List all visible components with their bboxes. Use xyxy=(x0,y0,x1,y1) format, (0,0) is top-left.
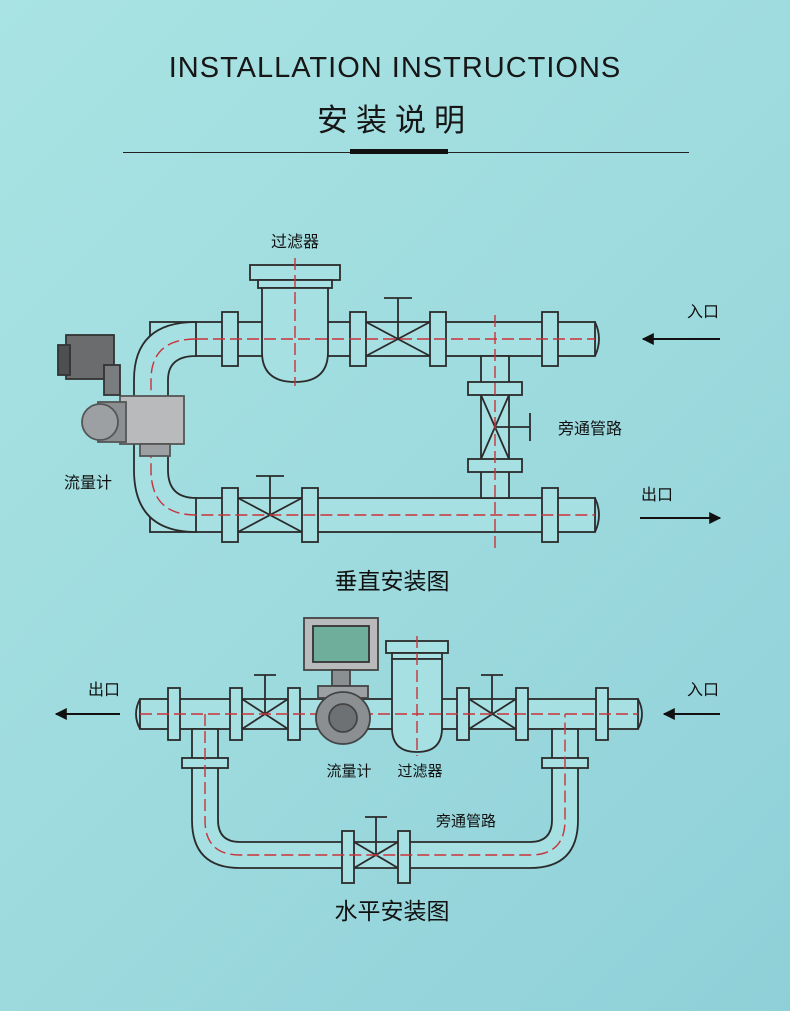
v-filter-label: 过滤器 xyxy=(271,232,319,251)
v-flow-meter xyxy=(57,334,185,457)
title-english: INSTALLATION INSTRUCTIONS xyxy=(168,52,622,84)
h-meter-label: 流量计 xyxy=(326,762,371,780)
h-centerlines xyxy=(140,636,638,856)
v-inlet-label: 入口 xyxy=(687,302,719,321)
title-divider-accent xyxy=(350,149,448,154)
h-flange xyxy=(341,830,355,884)
h-filter-label: 过滤器 xyxy=(397,762,442,780)
h-flow-meter xyxy=(303,617,379,745)
v-outlet-label: 出口 xyxy=(641,485,673,504)
title-chinese: 安装说明 xyxy=(317,103,473,139)
h-caption: 水平安装图 xyxy=(335,899,450,925)
h-valve-right xyxy=(468,674,517,730)
v-caption: 垂直安装图 xyxy=(335,569,450,595)
vertical-diagram xyxy=(57,258,722,550)
v-meter-label: 流量计 xyxy=(64,473,112,492)
h-outlet-label: 出口 xyxy=(88,680,120,699)
h-inlet-label: 入口 xyxy=(687,680,719,699)
horizontal-diagram xyxy=(54,617,720,884)
v-bypass-label: 旁通管路 xyxy=(558,419,622,438)
h-bypass-pipe xyxy=(191,728,579,869)
h-bypass-label: 旁通管路 xyxy=(436,812,496,830)
v-centerlines xyxy=(150,258,595,550)
v-valve-top xyxy=(365,297,431,357)
h-flange xyxy=(397,830,411,884)
